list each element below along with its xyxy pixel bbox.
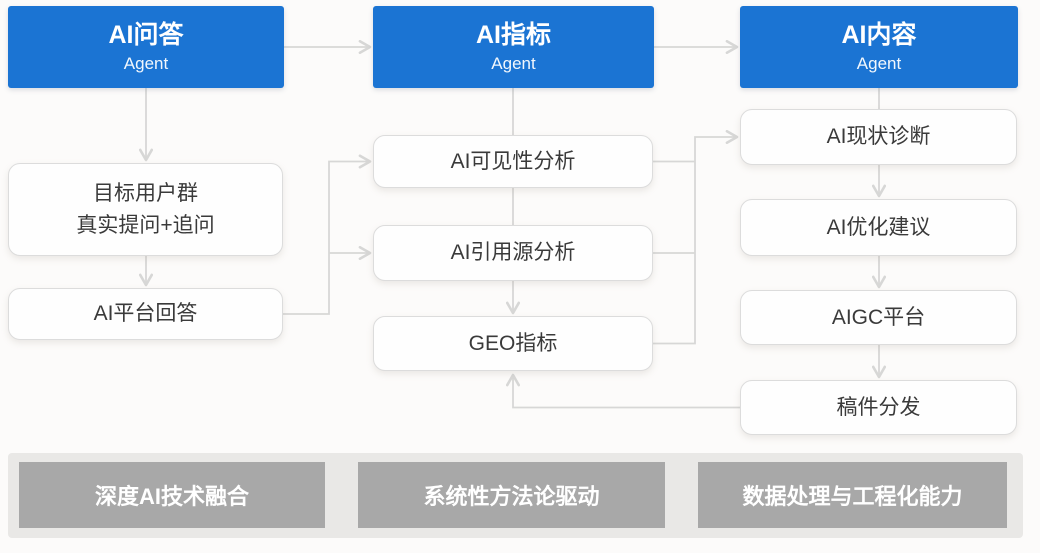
agent-ai-content-subtitle: Agent (856, 53, 902, 73)
node-ai-citation-source-analysis: AI引用源分析 (373, 225, 653, 281)
node-ai-status-diagnosis: AI现状诊断 (740, 109, 1017, 165)
agent-ai-qa-title: AI问答 (108, 21, 184, 50)
arrow-platform-answer-to-visibility (283, 154, 372, 315)
node-aigc-platform-label: AIGC平台 (831, 305, 926, 329)
agent-ai-metrics-title: AI指标 (475, 21, 551, 50)
node-ai-optimization-suggestions: AI优化建议 (740, 199, 1017, 256)
node-geo-metrics-label: GEO指标 (468, 331, 558, 355)
agent-box-ai-metrics: AI指标 Agent (373, 6, 654, 88)
node-ai-optimization-suggestions-label: AI优化建议 (826, 215, 931, 239)
node-ai-status-diagnosis-label: AI现状诊断 (826, 125, 931, 149)
node-target-users-line2: 真实提问+追问 (76, 213, 215, 237)
arrow-bus-to-status-diagnosis (653, 129, 739, 345)
node-ai-visibility-analysis-label: AI可见性分析 (450, 149, 576, 173)
node-ai-platform-answer-label: AI平台回答 (93, 302, 198, 326)
agent-ai-content-title: AI内容 (841, 21, 917, 50)
agent-box-ai-qa: AI问答 Agent (8, 6, 284, 88)
agent-ai-metrics-subtitle: Agent (491, 53, 536, 73)
arrow-distribution-to-geo-metrics (505, 373, 740, 409)
capabilities-bar: 深度AI技术融合 系统性方法论驱动 数据处理与工程化能力 (8, 453, 1023, 538)
capability-pill-methodology-driven: 系统性方法论驱动 (358, 462, 665, 528)
capability-pill-ai-tech-fusion: 深度AI技术融合 (19, 462, 325, 528)
node-geo-metrics: GEO指标 (373, 316, 653, 371)
node-target-users: 目标用户群 真实提问+追问 (8, 163, 283, 256)
node-ai-platform-answer: AI平台回答 (8, 288, 283, 340)
capability-pill-data-engineering: 数据处理与工程化能力 (698, 462, 1007, 528)
agent-ai-qa-subtitle: Agent (123, 53, 169, 73)
node-article-distribution: 稿件分发 (740, 380, 1017, 435)
node-ai-citation-source-analysis-label: AI引用源分析 (450, 241, 576, 265)
node-article-distribution-label: 稿件分发 (836, 395, 921, 419)
node-target-users-line1: 目标用户群 (93, 182, 198, 205)
node-ai-visibility-analysis: AI可见性分析 (373, 135, 653, 188)
agent-box-ai-content: AI内容 Agent (740, 6, 1018, 88)
node-aigc-platform: AIGC平台 (740, 290, 1017, 345)
